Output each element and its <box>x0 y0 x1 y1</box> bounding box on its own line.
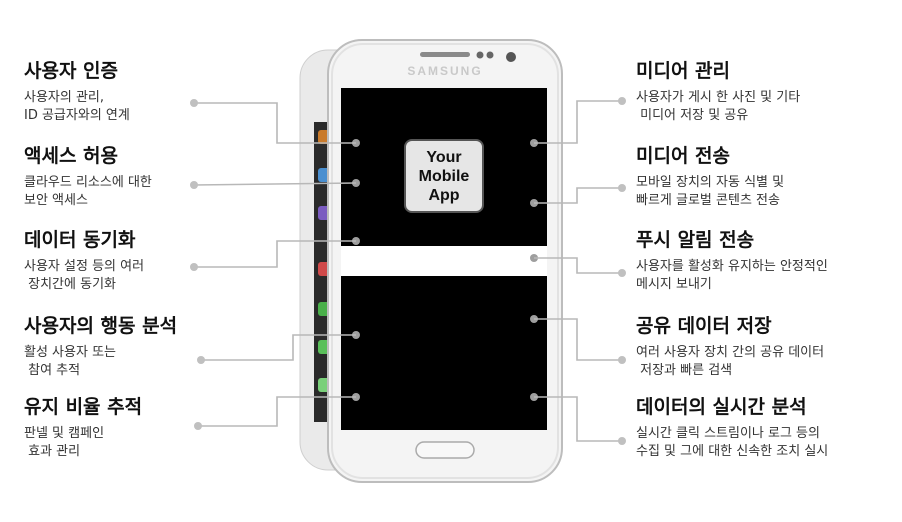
feature-desc: 판넬 및 캠페인 효과 관리 <box>24 426 105 459</box>
connector-dot <box>197 356 205 364</box>
feature-title: 미디어 전송 <box>636 145 731 167</box>
front-phone <box>327 39 563 483</box>
connector-retention <box>198 396 356 427</box>
connector-dot <box>190 181 198 189</box>
feature-title: 액세스 허용 <box>24 145 119 167</box>
connector-dot <box>618 97 626 105</box>
feature-title: 공유 데이터 저장 <box>636 315 772 337</box>
connector-auth <box>194 102 356 144</box>
connector-dot <box>194 422 202 430</box>
connector-dot <box>618 356 626 364</box>
app-tile: Your Mobile App <box>404 139 484 213</box>
connector-dot <box>618 437 626 445</box>
feature-retention: 유지 비율 추적 판넬 및 캠페인 효과 관리 <box>24 396 142 461</box>
feature-realtime-analytics: 데이터의 실시간 분석 실시간 클릭 스트림이나 로그 등의 수집 및 그에 대… <box>636 396 828 461</box>
feature-behavior-analysis: 사용자의 행동 분석 활성 사용자 또는 참여 추적 <box>24 315 177 380</box>
feature-title: 사용자 인증 <box>24 60 119 82</box>
connector-sync <box>194 240 356 268</box>
phone-brand: SAMSUNG <box>407 64 483 78</box>
screen-band <box>341 246 547 276</box>
feature-title: 미디어 관리 <box>636 60 731 82</box>
connector-dot <box>618 269 626 277</box>
connector-media-delivery <box>534 187 622 204</box>
feature-desc: 여러 사용자 장치 간의 공유 데이터 저장과 빠른 검색 <box>636 345 825 378</box>
feature-access: 액세스 허용 클라우드 리소스에 대한 보안 액세스 <box>24 145 152 210</box>
feature-desc: 사용자의 관리, ID 공급자와의 연계 <box>24 90 130 123</box>
connector-dot <box>190 99 198 107</box>
feature-media-delivery: 미디어 전송 모바일 장치의 자동 식별 및 빠르게 글로벌 콘텐츠 전송 <box>636 145 784 210</box>
feature-title: 데이터의 실시간 분석 <box>636 396 807 418</box>
connector-push <box>534 257 622 274</box>
feature-desc: 활성 사용자 또는 참여 추적 <box>24 345 116 378</box>
feature-title: 유지 비율 추적 <box>24 396 143 418</box>
feature-title: 사용자의 행동 분석 <box>24 315 178 337</box>
connector-shared-data <box>534 318 622 361</box>
feature-desc: 모바일 장치의 자동 식별 및 빠르게 글로벌 콘텐츠 전송 <box>636 175 785 208</box>
feature-user-auth: 사용자 인증 사용자의 관리, ID 공급자와의 연계 <box>24 60 130 125</box>
feature-desc: 사용자가 게시 한 사진 및 기타 미디어 저장 및 공유 <box>636 90 801 123</box>
connector-behavior <box>201 334 356 361</box>
feature-title: 푸시 알림 전송 <box>636 229 755 251</box>
connector-realtime <box>534 396 622 442</box>
feature-shared-data: 공유 데이터 저장 여러 사용자 장치 간의 공유 데이터 저장과 빠른 검색 <box>636 315 824 380</box>
feature-desc: 사용자 설정 등의 여러 장치간에 동기화 <box>24 259 145 292</box>
home-button <box>415 441 475 459</box>
feature-media-mgmt: 미디어 관리 사용자가 게시 한 사진 및 기타 미디어 저장 및 공유 <box>636 60 800 125</box>
feature-data-sync: 데이터 동기화 사용자 설정 등의 여러 장치간에 동기화 <box>24 229 144 294</box>
connector-dot <box>618 184 626 192</box>
connector-dot <box>190 263 198 271</box>
connector-media-mgmt <box>534 100 622 144</box>
feature-desc: 실시간 클릭 스트림이나 로그 등의 수집 및 그에 대한 신속한 조치 실시 <box>636 426 829 459</box>
feature-push: 푸시 알림 전송 사용자를 활성화 유지하는 안정적인 메시지 보내기 <box>636 229 828 294</box>
feature-desc: 클라우드 리소스에 대한 보안 액세스 <box>24 175 152 208</box>
feature-title: 데이터 동기화 <box>24 229 136 251</box>
feature-desc: 사용자를 활성화 유지하는 안정적인 메시지 보내기 <box>636 259 828 292</box>
connector-access <box>193 182 357 186</box>
